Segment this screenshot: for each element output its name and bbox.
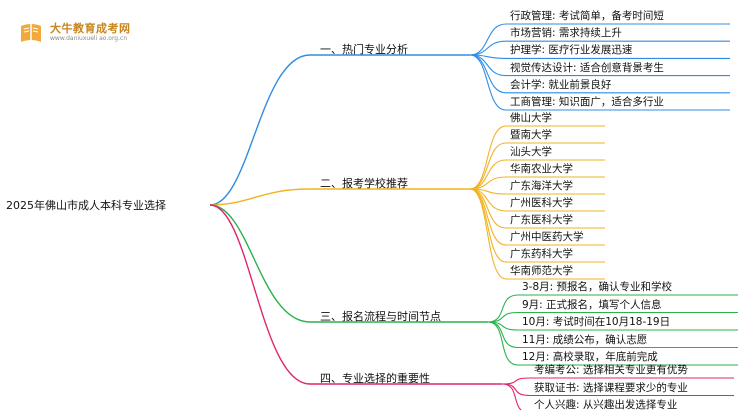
branch-label: 四、专业选择的重要性 <box>320 372 430 385</box>
branch-connector <box>209 204 311 385</box>
leaf-text: 12月: 高校录取，年底前完成 <box>522 351 658 363</box>
logo-name: 大牛教育成考网 <box>50 22 131 35</box>
leaf-connector <box>501 377 531 385</box>
leaf-text: 暨南大学 <box>510 129 552 141</box>
leaf-text: 视觉传达设计: 适合创意背景考生 <box>510 61 664 74</box>
leaf-text: 考编考公: 选择相关专业更有优势 <box>534 364 688 376</box>
leaf-connector <box>501 383 531 397</box>
leaf-text: 市场营销: 需求持续上升 <box>510 27 622 40</box>
branch-connector <box>209 204 311 323</box>
leaf-text: 广州中医药大学 <box>510 231 584 243</box>
leaf-connector <box>469 125 507 190</box>
leaf-text: 广东医科大学 <box>510 214 573 226</box>
leaf-text: 行政管理: 考试简单，备考时间短 <box>510 10 664 22</box>
leaf-connector <box>487 311 519 323</box>
branch-label: 二、报考学校推荐 <box>320 177 408 190</box>
leaf-connector <box>469 40 507 56</box>
leaf-text: 获取证书: 选择课程要求少的专业 <box>534 381 688 394</box>
leaf-text: 广州医科大学 <box>510 197 573 209</box>
site-logo[interactable]: 大牛教育成考网 www.daniuxueli ao.org.cn <box>18 18 178 48</box>
book-icon <box>21 24 41 42</box>
leaf-text: 会计学: 就业前景良好 <box>510 78 612 91</box>
leaf-text: 3-8月: 预报名，确认专业和学校 <box>522 281 673 293</box>
leaf-text: 10月: 考试时间在10月18-19日 <box>522 316 671 328</box>
leaf-connector <box>469 54 507 94</box>
leaf-connector <box>469 23 507 56</box>
branch-label: 一、热门专业分析 <box>320 43 408 56</box>
logo-url: www.daniuxueli ao.org.cn <box>50 35 128 42</box>
leaf-connector <box>469 54 507 111</box>
leaf-text: 个人兴趣: 从兴趣出发选择专业 <box>534 399 678 411</box>
leaf-text: 工商管理: 知识面广，适合多行业 <box>510 96 664 108</box>
leaf-connector <box>487 294 519 323</box>
leaf-text: 华南农业大学 <box>510 163 573 175</box>
leaf-connector <box>501 383 523 410</box>
leaf-text: 护理学: 医疗行业发展迅速 <box>510 44 633 57</box>
branch-label: 三、报名流程与时间节点 <box>320 310 441 323</box>
leaf-connector <box>469 188 507 280</box>
leaf-text: 11月: 成绩公布，确认志愿 <box>522 333 648 346</box>
leaf-text: 广东海洋大学 <box>510 180 573 192</box>
leaf-text: 佛山大学 <box>510 112 552 124</box>
branch-connector <box>209 188 311 206</box>
leaf-connector <box>487 321 519 366</box>
leaf-text: 汕头大学 <box>510 146 552 158</box>
leaf-text: 华南师范大学 <box>510 265 573 277</box>
leaf-text: 广东药科大学 <box>510 248 573 260</box>
leaf-text: 9月: 正式报名，填写个人信息 <box>522 298 662 311</box>
root-topic: 2025年佛山市成人本科专业选择 <box>6 199 166 212</box>
leaf-connector <box>469 188 507 229</box>
branch-connector <box>209 54 311 206</box>
